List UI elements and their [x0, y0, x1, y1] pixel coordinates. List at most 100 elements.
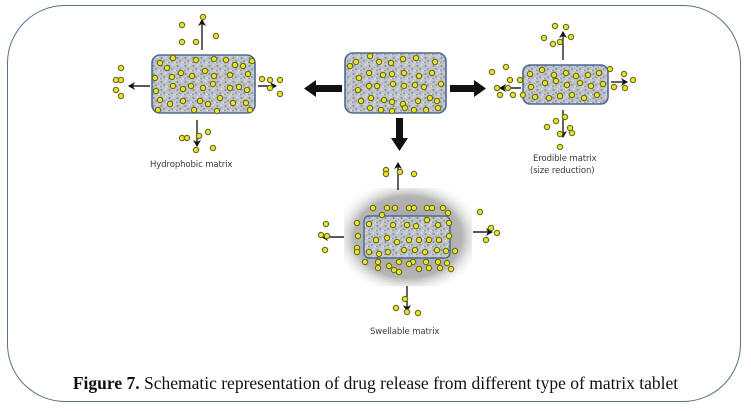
drug-particle-icon [563, 81, 571, 89]
drug-particle-icon [266, 84, 274, 92]
drug-particle-icon [183, 134, 191, 142]
drug-particle-icon [178, 21, 186, 29]
drug-particle-icon [244, 70, 252, 78]
drug-particle-icon [435, 236, 443, 244]
drug-particle-icon [169, 54, 177, 62]
drug-particle-icon [258, 75, 266, 83]
drug-particle-icon [411, 246, 419, 254]
drug-particle-icon [317, 231, 325, 239]
drug-particle-icon [436, 264, 444, 272]
drug-particle-icon [572, 72, 580, 80]
drug-particle-icon [568, 129, 576, 137]
drug-particle-icon [410, 204, 418, 212]
drug-particle-icon [552, 117, 560, 125]
drug-particle-icon [576, 79, 584, 87]
drug-particle-icon [196, 97, 204, 105]
drug-particle-icon [352, 58, 360, 66]
drug-particle-icon [420, 83, 428, 91]
drug-particle-icon [393, 238, 401, 246]
drug-particle-icon [357, 97, 365, 105]
drug-particle-icon [519, 91, 527, 99]
drug-particle-icon [385, 262, 393, 270]
drug-particle-icon [213, 107, 221, 115]
drug-particle-icon [323, 232, 331, 240]
drug-particle-icon [403, 221, 411, 229]
drug-particle-icon [434, 221, 442, 229]
drug-particle-icon [117, 64, 125, 72]
drug-particle-icon [156, 59, 164, 67]
drug-particle-icon [383, 234, 391, 242]
drug-particle-icon [540, 34, 548, 42]
drug-particle-icon [151, 74, 159, 82]
drug-particle-icon [204, 100, 212, 108]
drug-particle-icon [388, 98, 396, 106]
drug-particle-icon [410, 170, 418, 178]
drug-particle-icon [425, 264, 433, 272]
drug-particle-icon [593, 91, 601, 99]
drug-particle-icon [451, 247, 459, 255]
hydrophobic-matrix-label: Hydrophobic matrix [150, 160, 233, 170]
drug-particle-icon [543, 123, 551, 131]
drug-particle-icon [212, 32, 220, 40]
drug-particle-icon [426, 94, 434, 102]
drug-particle-icon [556, 143, 564, 151]
drug-particle-icon [421, 248, 429, 256]
drug-particle-icon [531, 93, 539, 101]
drug-particle-icon [388, 70, 396, 78]
drug-particle-icon [428, 204, 436, 212]
caption-label: Figure 7. [72, 373, 140, 393]
drug-particle-icon [561, 113, 569, 121]
drug-particle-icon [444, 209, 452, 217]
drug-particle-icon [353, 248, 361, 256]
drug-particle-icon [179, 97, 187, 105]
drug-particle-icon [428, 69, 436, 77]
drug-particle-icon [209, 80, 217, 88]
drug-particle-icon [266, 76, 274, 84]
drug-particle-icon [229, 99, 237, 107]
drug-particle-icon [179, 85, 187, 93]
drug-particle-icon [621, 84, 629, 92]
drug-particle-icon [379, 71, 387, 79]
drug-particle-icon [383, 204, 391, 212]
drug-particle-icon [366, 52, 374, 60]
drug-particle-icon [556, 130, 564, 138]
drug-particle-icon [422, 106, 430, 114]
drug-particle-icon [439, 204, 447, 212]
drug-particle-icon [562, 69, 570, 77]
drug-particle-icon [195, 132, 203, 140]
figure-caption: Figure 7. Schematic representation of dr… [0, 373, 751, 394]
drug-particle-icon [367, 94, 375, 102]
drug-particle-icon [396, 168, 404, 176]
drug-particle-icon [610, 83, 618, 91]
drug-particle-icon [538, 66, 546, 74]
drug-particle-icon [595, 69, 603, 77]
drug-particle-icon [365, 220, 373, 228]
drug-particle-icon [493, 229, 501, 237]
drug-particle-icon [425, 236, 433, 244]
drug-particle-icon [188, 72, 196, 80]
drug-particle-icon [192, 38, 200, 46]
caption-text: Schematic representation of drug release… [139, 373, 679, 393]
drug-particle-icon [389, 80, 397, 88]
drug-particle-icon [366, 104, 374, 112]
drug-particle-icon [226, 71, 234, 79]
drug-particle-icon [414, 309, 422, 317]
drug-particle-icon [410, 106, 418, 114]
drug-particle-icon [377, 106, 385, 114]
drug-particle-icon [177, 69, 185, 77]
drug-particle-icon [400, 69, 408, 77]
drug-particle-icon [447, 265, 455, 273]
drug-particles [112, 13, 637, 317]
hydrophobic-matrix-tablet [151, 54, 256, 114]
drug-particle-icon [496, 91, 504, 99]
drug-particle-icon [199, 84, 207, 92]
drug-particle-icon [412, 54, 420, 62]
drug-particle-icon [156, 96, 164, 104]
drug-particle-icon [405, 260, 413, 268]
drug-particle-icon [415, 265, 423, 273]
drug-particle-icon [373, 82, 381, 90]
drug-particle-icon [117, 92, 125, 100]
transition-arrow-icon [391, 118, 408, 151]
drug-particle-icon [248, 57, 256, 65]
drug-particle-icon [584, 71, 592, 79]
